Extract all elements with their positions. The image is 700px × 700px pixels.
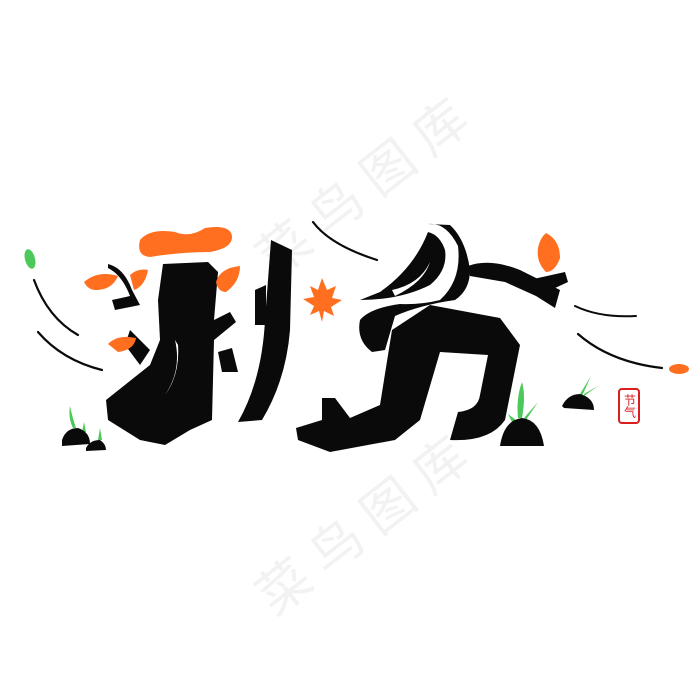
wind-streaks-right <box>574 305 664 370</box>
seal-stamp: 节气 <box>618 388 640 424</box>
maple-leaf-icon <box>303 278 342 322</box>
rock-sprout-left <box>62 406 106 451</box>
orange-leaves-qiu <box>84 266 240 352</box>
wind-streaks-left <box>32 278 104 372</box>
orange-leaf-icon <box>537 233 560 272</box>
wind-streak-top <box>311 220 379 262</box>
orange-leaf-icon <box>669 364 689 374</box>
character-fen <box>296 223 568 452</box>
character-qiu <box>106 227 292 445</box>
green-leaf-icon <box>24 249 36 269</box>
rock-sprout-right <box>562 376 598 410</box>
rock-sprout-middle <box>500 382 544 446</box>
